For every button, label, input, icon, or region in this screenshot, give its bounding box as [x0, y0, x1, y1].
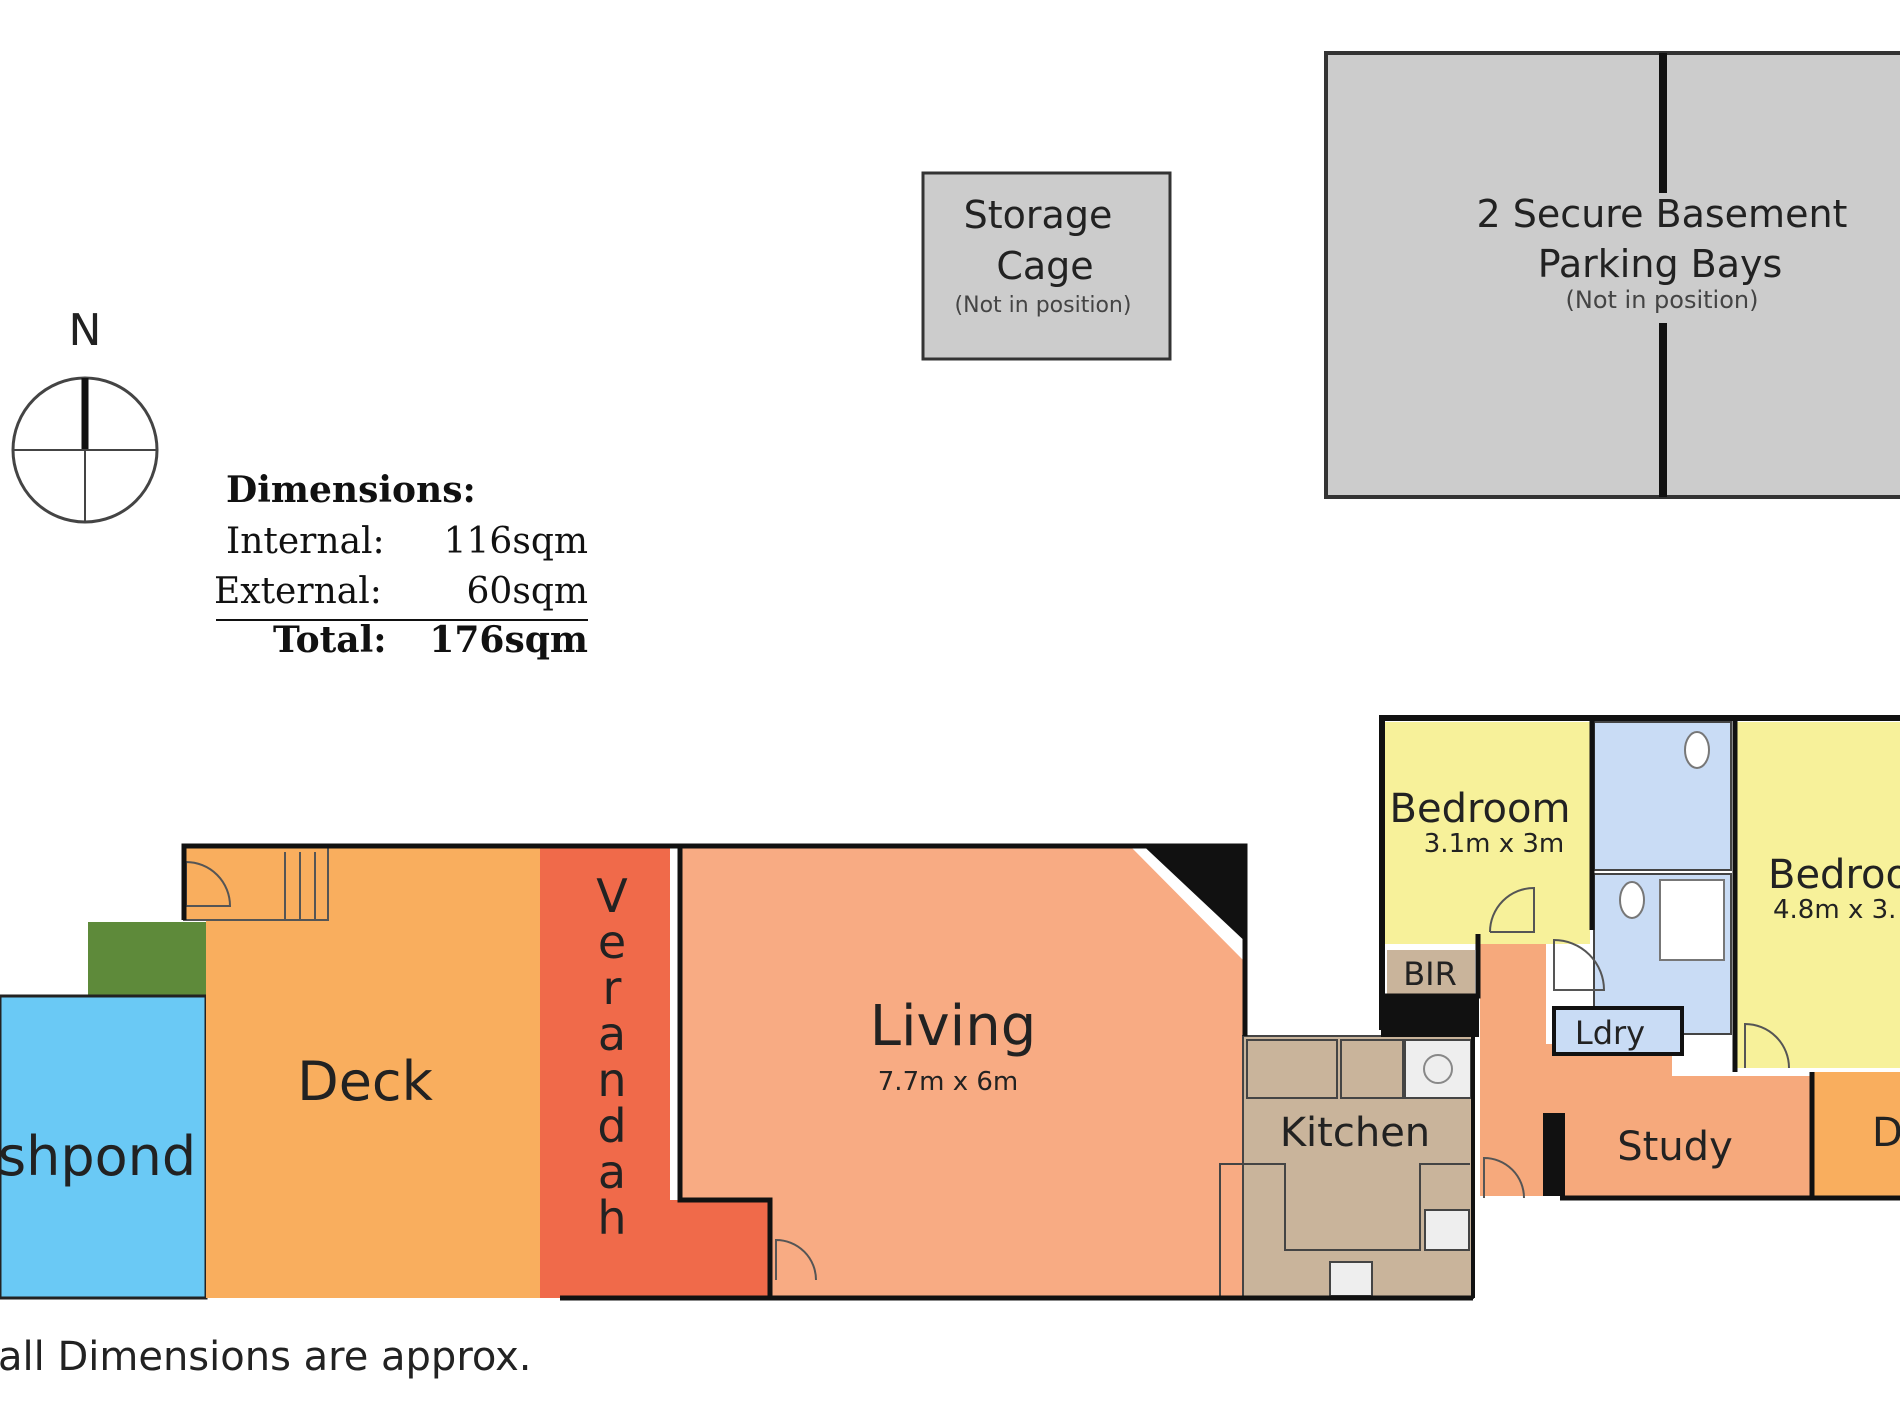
study-label: Study: [1617, 1124, 1733, 1170]
storage-cage-line1: Storage: [964, 193, 1113, 237]
living-area: [680, 846, 1243, 1298]
verandah-extension: [670, 1200, 770, 1298]
storage-cage-line2: Cage: [996, 244, 1093, 288]
room-labels: shpond Deck V e r a n d a h Living 7.7m …: [0, 786, 1900, 1245]
internal-label: Internal:: [226, 521, 385, 562]
walls: [181, 715, 1900, 1301]
deck-label: Deck: [297, 1050, 433, 1113]
verandah-door: [775, 1238, 817, 1281]
bedroom2-door: [1744, 1022, 1790, 1069]
total-label: Total:: [273, 619, 387, 661]
bir-label: BIR: [1403, 955, 1457, 993]
study-door: [1483, 1156, 1525, 1199]
cooktop-burner: [1423, 1054, 1453, 1084]
external-value: 60sqm: [467, 571, 588, 612]
verandah-letter-h: h: [597, 1191, 626, 1245]
living-corner-fireplace: [1142, 845, 1246, 943]
kitchen-cabinet-1: [1246, 1039, 1338, 1099]
wall-bedroom-north: [1379, 715, 1900, 1030]
parking-bays: 2 Secure Basement Parking Bays (Not in p…: [1324, 51, 1900, 499]
internal-value: 116sqm: [444, 521, 588, 562]
verandah-letter-v: V: [596, 869, 628, 923]
deck-stair-landing: [183, 845, 329, 921]
living-size: 7.7m x 6m: [878, 1067, 1018, 1097]
bath-door: [1553, 938, 1606, 991]
doors: [775, 886, 1790, 1281]
verandah-letter-r: r: [603, 961, 622, 1015]
total-value: 176sqm: [429, 619, 588, 661]
rooms: [0, 721, 1900, 1300]
study-desk: [1543, 1113, 1565, 1196]
bedroom2-size: 4.8m x 3.: [1773, 895, 1896, 925]
bathroom-area-1: [1593, 721, 1732, 871]
bedroom2-area: [1737, 722, 1900, 1068]
kitchen-oven: [1329, 1261, 1373, 1297]
dimensions-legend: Dimensions: Internal: 116sqm External: 6…: [214, 469, 588, 661]
dimensions-heading: Dimensions:: [226, 469, 476, 511]
dining-area: [1812, 1072, 1900, 1196]
toilet-2: [1619, 881, 1645, 919]
toilet-1: [1684, 731, 1710, 769]
dining-label: D: [1872, 1110, 1900, 1156]
parking-note: (Not in position): [1566, 286, 1759, 314]
kitchen-bench: [1219, 1163, 1470, 1298]
verandah-letter-d: d: [597, 1099, 626, 1153]
kitchen-cooktop: [1404, 1039, 1472, 1099]
deck-area: [206, 846, 540, 1298]
wall-pillar-bir: [1381, 995, 1479, 1037]
wall-living-verandah: [677, 846, 773, 1298]
bedroom2-label: Bedroo: [1768, 852, 1900, 898]
deck-door-swing: [185, 860, 232, 907]
verandah-area: [540, 846, 670, 1298]
kitchen-sink: [1424, 1209, 1470, 1251]
parking-line1: 2 Secure Basement: [1477, 192, 1848, 236]
living-label: Living: [870, 994, 1037, 1059]
north-label: N: [69, 305, 102, 356]
kitchen-label: Kitchen: [1280, 1110, 1430, 1156]
verandah-letter-a1: a: [598, 1007, 626, 1061]
parking-line2: Parking Bays: [1538, 242, 1783, 286]
parking-bays-box: [1324, 51, 1900, 499]
laundry-label: Ldry: [1575, 1014, 1645, 1052]
verandah-letter-n: n: [597, 1053, 626, 1107]
verandah-letter-a2: a: [598, 1145, 626, 1199]
bedroom1-area: [1385, 722, 1590, 944]
compass: N: [11, 305, 159, 524]
garden-area: [88, 922, 206, 996]
bedroom1-door: [1489, 886, 1535, 933]
bir-area: [1387, 950, 1475, 994]
bedroom1-size: 3.1m x 3m: [1424, 829, 1564, 859]
bath-basin: [1659, 879, 1725, 961]
footer-note: all Dimensions are approx.: [0, 1334, 532, 1380]
bedroom1-label: Bedroom: [1390, 786, 1571, 832]
storage-cage-box: [921, 171, 1172, 361]
fishpond-label: shpond: [0, 1125, 196, 1188]
storage-cage: Storage Cage (Not in position): [921, 171, 1172, 361]
laundry-area: [1552, 1006, 1684, 1056]
kitchen-cabinet-2: [1340, 1039, 1404, 1099]
verandah-letter-e: e: [598, 915, 626, 969]
external-label: External:: [214, 571, 382, 612]
storage-cage-note: (Not in position): [955, 293, 1132, 318]
